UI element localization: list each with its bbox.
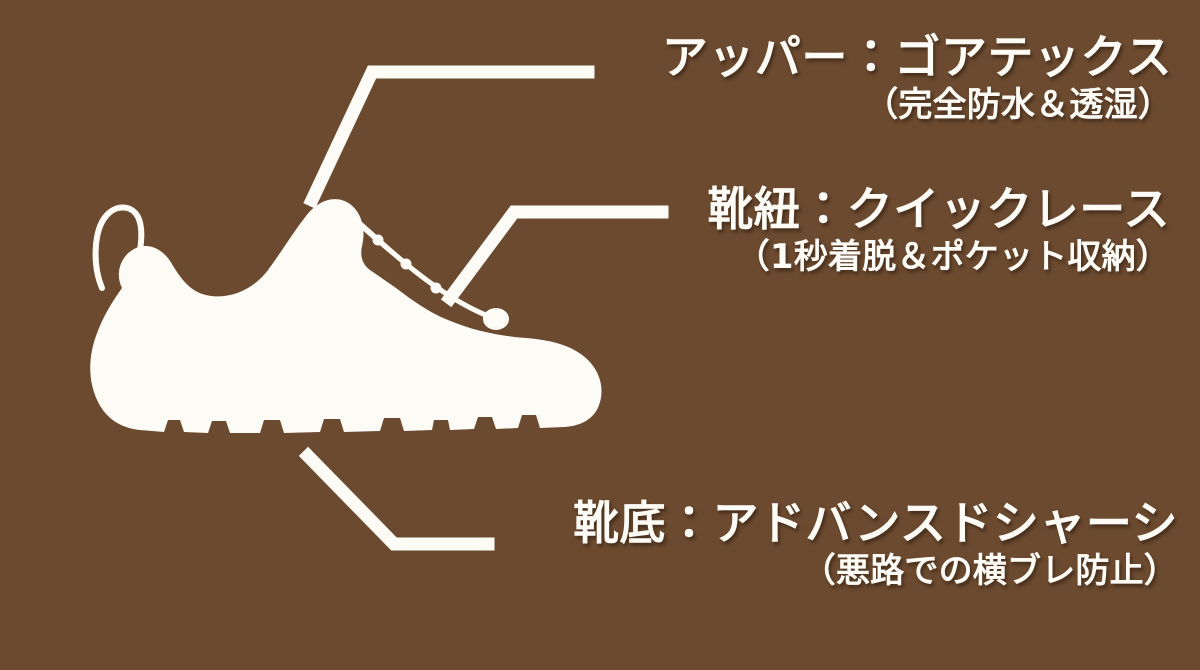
shoe-collar-notch bbox=[172, 228, 268, 297]
leader-line-sole bbox=[298, 446, 498, 558]
callout-upper-subtitle: （完全防水＆透湿） bbox=[864, 85, 1172, 125]
callout-sole: 靴底：アドバンスドシャーシ （悪路での横ブレ防止） bbox=[573, 500, 1178, 588]
shoe-silhouette bbox=[44, 168, 664, 468]
callout-upper: アッパー：ゴアテックス （完全防水＆透湿） bbox=[662, 34, 1172, 122]
shoe-body bbox=[90, 199, 602, 433]
callout-sole-title: 靴底：アドバンスドシャーシ bbox=[573, 496, 1178, 550]
callout-laces-title: 靴紐：クイックレース bbox=[707, 182, 1170, 236]
callout-laces-subtitle: （1秒着脱＆ポケット収納） bbox=[735, 237, 1170, 277]
leader-line-laces bbox=[440, 200, 670, 310]
leader-line-upper bbox=[300, 52, 600, 212]
callout-upper-title: アッパー：ゴアテックス bbox=[661, 30, 1172, 84]
lace-eyelets-icon bbox=[344, 210, 442, 294]
callout-laces: 靴紐：クイックレース （1秒着脱＆ポケット収納） bbox=[707, 186, 1170, 274]
lace-toggle-icon bbox=[483, 308, 509, 330]
callout-sole-subtitle: （悪路での横ブレ防止） bbox=[801, 551, 1178, 591]
